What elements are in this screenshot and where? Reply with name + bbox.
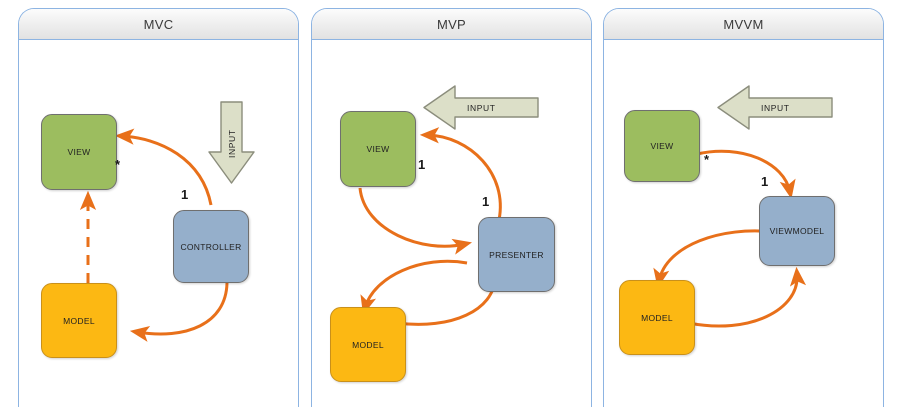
input-label-mvvm: INPUT (761, 103, 790, 113)
edge-viewmodel-to-model (653, 229, 775, 289)
panel-header-mvp: MVP (312, 9, 591, 40)
edge-view-to-presenter (358, 187, 473, 255)
node-label: PRESENTER (489, 249, 544, 260)
edge-presenter-to-model (360, 259, 468, 315)
node-label: VIEWMODEL (769, 226, 825, 236)
panel-body-mvp: VIEW PRESENTER MODEL INPUT 1 1 (312, 40, 591, 407)
input-label-mvc: INPUT (227, 129, 237, 159)
input-label-mvp: INPUT (467, 103, 496, 113)
multiplicity-controller-mvc: 1 (181, 187, 189, 202)
node-view-mvp[interactable]: VIEW (340, 111, 416, 187)
node-label: VIEW (67, 147, 91, 157)
panel-body-mvvm: VIEW VIEWMODEL MODEL INPUT * 1 (604, 40, 883, 407)
node-label: MODEL (352, 339, 384, 350)
panel-mvvm: MVVM VIEW VI (603, 8, 884, 407)
panel-title-mvvm: MVVM (723, 16, 764, 32)
node-model-mvc[interactable]: MODEL (41, 283, 117, 358)
node-view-mvvm[interactable]: VIEW (624, 110, 700, 182)
multiplicity-view-mvp: 1 (418, 157, 426, 172)
panel-header-mvvm: MVVM (604, 9, 883, 40)
panel-title-mvc: MVC (143, 16, 174, 32)
panel-header-mvc: MVC (19, 9, 298, 40)
multiplicity-view-mvc: * (115, 157, 121, 172)
edge-controller-to-model (129, 282, 229, 342)
panel-title-mvp: MVP (436, 16, 467, 32)
node-label: MODEL (641, 312, 673, 323)
edge-controller-to-view (114, 128, 213, 206)
node-viewmodel-mvvm[interactable]: VIEWMODEL (759, 196, 835, 266)
node-presenter-mvp[interactable]: PRESENTER (478, 217, 555, 292)
multiplicity-presenter-mvp: 1 (482, 194, 490, 209)
multiplicity-viewmodel-mvvm: 1 (761, 174, 769, 189)
panel-mvc: MVC (18, 8, 299, 407)
node-controller-mvc[interactable]: CONTROLLER (173, 210, 249, 283)
node-label: CONTROLLER (180, 241, 242, 252)
node-label: VIEW (650, 141, 674, 151)
node-label: MODEL (63, 315, 95, 326)
node-model-mvvm[interactable]: MODEL (619, 280, 695, 355)
edge-view-to-viewmodel (696, 149, 796, 200)
node-view-mvc[interactable]: VIEW (41, 114, 117, 190)
node-label: VIEW (366, 144, 390, 154)
edge-model-to-viewmodel (688, 266, 807, 328)
node-model-mvp[interactable]: MODEL (330, 307, 406, 382)
multiplicity-view-mvvm: * (704, 152, 710, 167)
panel-mvp: MVP VIEW (311, 8, 592, 407)
edge-presenter-to-view (419, 127, 502, 221)
panel-body-mvc: VIEW CONTROLLER MODEL INPUT * 1 (19, 40, 298, 407)
